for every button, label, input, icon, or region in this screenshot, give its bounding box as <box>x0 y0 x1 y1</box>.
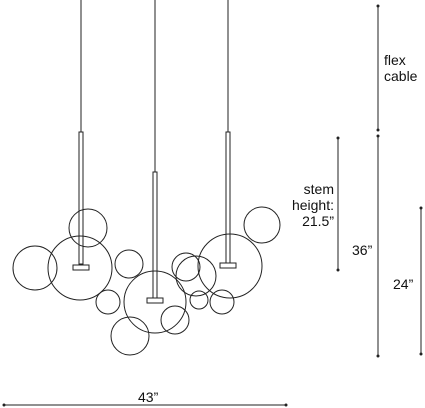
bubble <box>68 208 108 248</box>
bubble <box>197 233 263 299</box>
stem-center <box>152 171 158 299</box>
bubble <box>114 249 144 279</box>
bubble <box>47 235 113 301</box>
bubble <box>123 270 187 334</box>
flex-cable-label-line1: flex <box>384 52 406 68</box>
bubble <box>12 245 58 291</box>
bubble <box>189 290 209 310</box>
bubble <box>209 289 235 315</box>
stem-right <box>225 131 231 265</box>
stem-left <box>78 131 84 265</box>
bubble <box>243 206 281 244</box>
flex-cable-label-line2: cable <box>384 68 418 84</box>
bubble <box>171 252 201 282</box>
stem-height-label-line1: stem <box>303 181 334 197</box>
bubble <box>110 316 150 356</box>
stem-height-label-line2: height: <box>291 197 334 213</box>
fixture-height-label: 24” <box>393 276 414 292</box>
width-label: 43” <box>138 389 159 405</box>
socket-right <box>219 262 237 269</box>
socket-left <box>72 264 90 271</box>
socket-center <box>146 297 164 304</box>
bubble <box>175 255 217 297</box>
overall-height-label: 36” <box>352 242 373 258</box>
bubble <box>95 289 121 315</box>
stem-height-value: 21.5” <box>302 213 334 229</box>
bubble <box>160 305 190 335</box>
